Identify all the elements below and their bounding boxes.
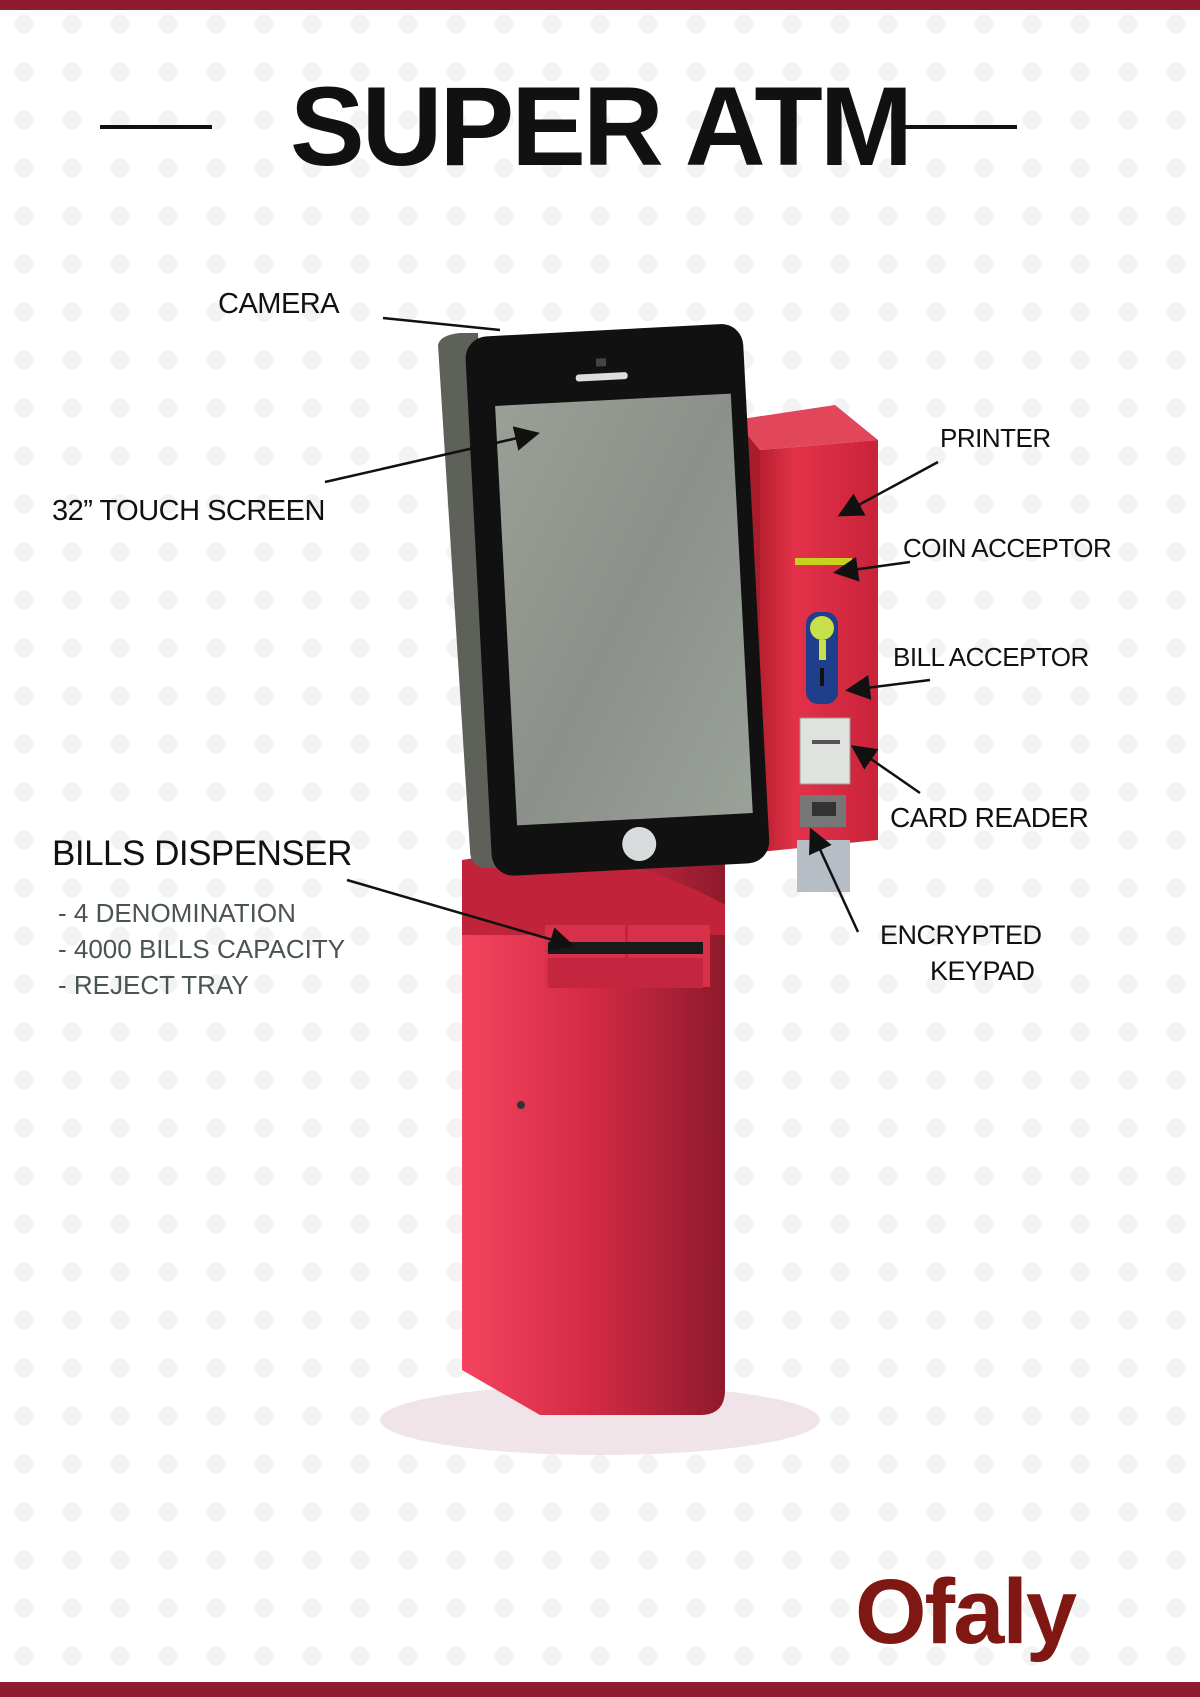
module-top [735, 405, 878, 450]
keypad-leader [809, 827, 860, 933]
printer-slot [795, 558, 852, 565]
label-camera: CAMERA [218, 288, 340, 320]
label-card-reader: CARD READER [890, 802, 1089, 833]
home-button [622, 827, 657, 862]
camera [595, 358, 607, 367]
bill-leader [845, 675, 931, 700]
label-printer: PRINTER [940, 423, 1051, 453]
keypad [797, 840, 850, 892]
page-title: SUPER ATM [289, 64, 913, 189]
pedestal [462, 860, 725, 1415]
screen-leader [324, 426, 540, 484]
label-coin-acceptor: COIN ACCEPTOR [903, 533, 1112, 563]
camera-leader [382, 316, 501, 332]
bottom-border [0, 1682, 1200, 1697]
printer-leader [837, 460, 939, 517]
speaker [575, 372, 628, 382]
brand-logo: Ofaly [855, 1561, 1077, 1663]
top-border [0, 0, 1200, 10]
display [495, 393, 753, 826]
dispenser-feature: - 4000 BILLS CAPACITY [58, 934, 346, 964]
dispenser-leader [346, 878, 575, 952]
dispenser-feature: - REJECT TRAY [58, 970, 249, 1000]
coin-leader [833, 556, 911, 582]
card-leader [850, 745, 921, 795]
bill-acceptor [799, 717, 851, 785]
label-keypad-line1: ENCRYPTED [880, 920, 1042, 950]
label-bills-dispenser: BILLS DISPENSER [52, 834, 352, 873]
title-dash-right [905, 125, 1017, 129]
label-touch-screen: 32” TOUCH SCREEN [52, 495, 325, 527]
label-keypad-line2: KEYPAD [930, 956, 1035, 986]
title-dash-left [100, 125, 212, 129]
dispenser-feature: - 4 DENOMINATION [58, 898, 296, 928]
label-bill-acceptor: BILL ACCEPTOR [893, 642, 1089, 672]
